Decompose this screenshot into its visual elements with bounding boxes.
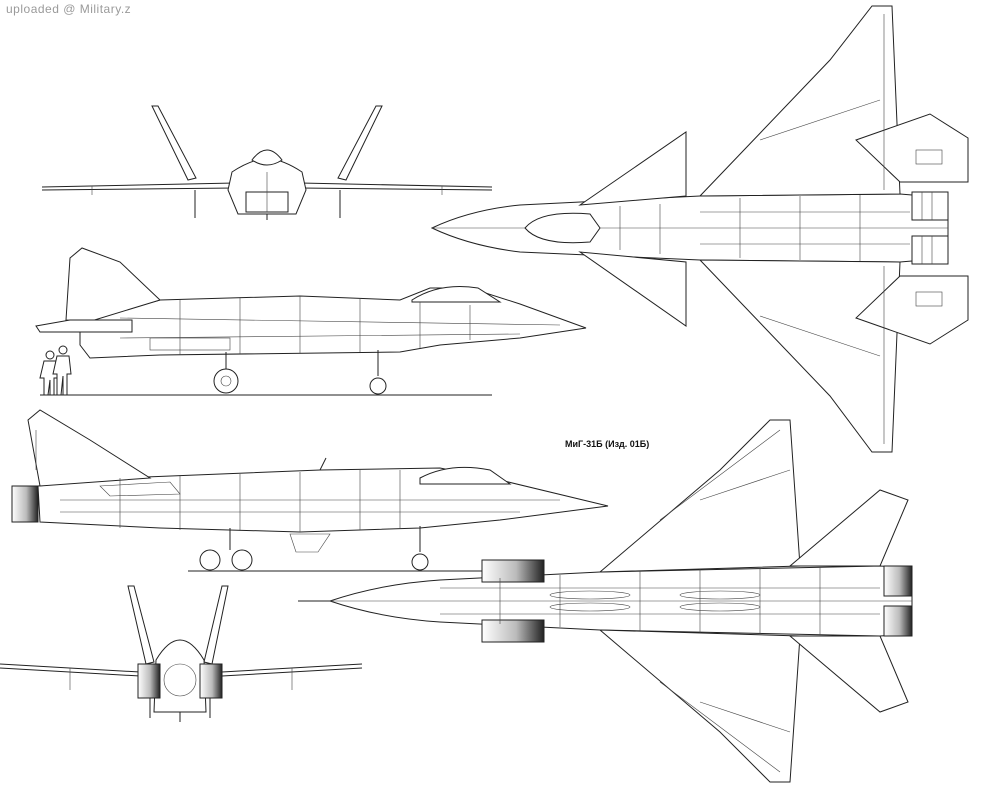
side-view-fighter: [35, 247, 587, 396]
side-view-mig31: [11, 409, 609, 572]
human-scale-figures: [39, 345, 72, 396]
front-view-fighter: [41, 105, 493, 220]
watermark-text: uploaded @ Military.z: [6, 2, 132, 16]
front-view-mig31: [0, 585, 363, 722]
plan-view-mig31: [298, 419, 913, 783]
aircraft-designation-caption: МиГ-31Б (Изд. 01Б): [565, 439, 650, 449]
plan-view-fighter: [430, 5, 969, 453]
